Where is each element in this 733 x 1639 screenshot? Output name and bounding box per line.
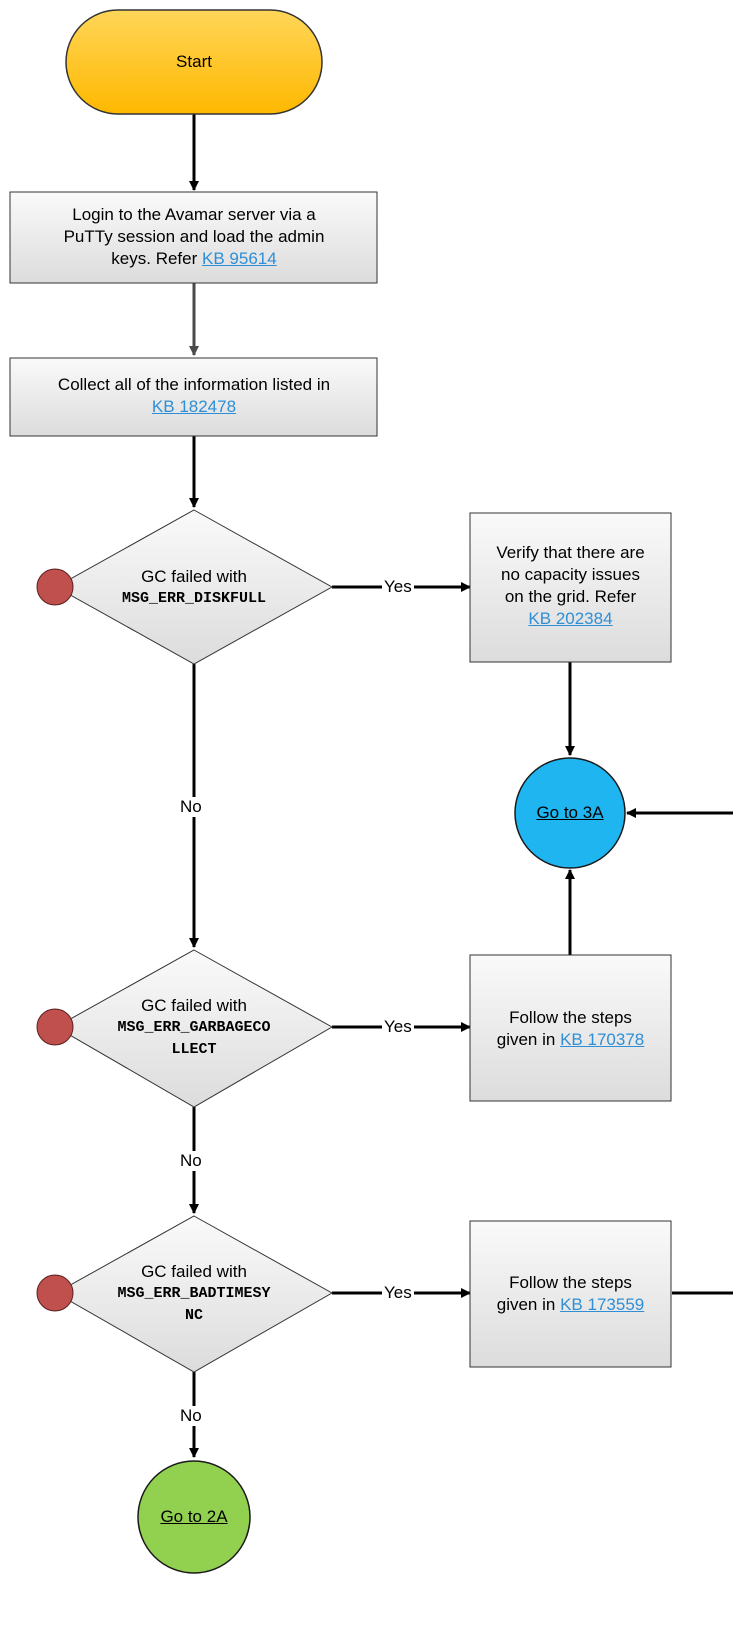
kb-170378-link[interactable]: KB 170378	[560, 1030, 645, 1049]
decision3-diamond	[54, 1215, 334, 1373]
decision2-diamond	[54, 949, 334, 1108]
login-box	[9, 191, 378, 284]
decision3-text: GC failed with MSG_ERR_BADTIMESY NC	[70, 1261, 318, 1327]
kb-202384-link[interactable]: KB 202384	[528, 609, 613, 628]
goto3a-connector	[514, 757, 626, 869]
goto2a-label: Go to 2A	[139, 1506, 249, 1528]
decision1-line1: GC failed with	[141, 567, 247, 586]
start-label: Start	[176, 52, 212, 71]
start-terminator	[65, 9, 323, 115]
follow1-line1: Follow the steps	[509, 1008, 632, 1027]
goto2a-connector	[137, 1460, 251, 1574]
login-line3: keys. Refer	[111, 249, 198, 268]
goto3a-label: Go to 3A	[515, 802, 625, 824]
follow2-box	[469, 1220, 672, 1368]
login-line2: PuTTy session and load the admin	[63, 227, 325, 246]
edge-yes3-label: Yes	[382, 1283, 414, 1303]
kb-182478-link[interactable]: KB 182478	[151, 397, 237, 416]
edge-no1-label: No	[178, 797, 204, 817]
login-line1: Login to the Avamar server via a	[72, 205, 316, 224]
verify-line2: no capacity issues	[501, 565, 640, 584]
collect-box	[9, 357, 378, 437]
login-line3-wrap: keys. Refer KB 95614	[14, 248, 374, 270]
follow2-text: Follow the steps given in KB 173559	[472, 1272, 669, 1316]
edge-yes1-label: Yes	[382, 577, 414, 597]
edge-yes2-label: Yes	[382, 1017, 414, 1037]
verify-line1: Verify that there are	[496, 543, 645, 562]
collect-line1: Collect all of the information listed in	[57, 375, 331, 394]
decision1-text: GC failed with MSG_ERR_DISKFULL	[70, 566, 318, 610]
decision1-marker	[36, 568, 74, 606]
collect-text: Collect all of the information listed in…	[14, 374, 374, 418]
login-text: Login to the Avamar server via a PuTTy s…	[14, 204, 374, 270]
follow2-line1: Follow the steps	[509, 1273, 632, 1292]
decision2-text: GC failed with MSG_ERR_GARBAGECO LLECT	[70, 995, 318, 1061]
decision2-code1: MSG_ERR_GARBAGECO	[117, 1019, 271, 1036]
follow1-prefix: given in	[496, 1030, 556, 1049]
follow1-text: Follow the steps given in KB 170378	[472, 1007, 669, 1051]
decision2-code2: LLECT	[171, 1041, 217, 1058]
decision1-diamond	[54, 509, 334, 665]
goto2a-link[interactable]: Go to 2A	[160, 1507, 228, 1526]
kb-173559-link[interactable]: KB 173559	[560, 1295, 645, 1314]
follow1-box	[469, 954, 672, 1102]
decision2-marker	[36, 1008, 74, 1046]
verify-box	[469, 512, 672, 663]
decision3-marker	[36, 1274, 74, 1312]
decision1-code: MSG_ERR_DISKFULL	[121, 590, 267, 607]
verify-line3: on the grid. Refer	[504, 587, 637, 606]
edge-no3-label: No	[178, 1406, 204, 1426]
goto3a-link[interactable]: Go to 3A	[536, 803, 604, 822]
decision3-code2: NC	[184, 1307, 203, 1324]
edge-no2-label: No	[178, 1151, 204, 1171]
kb-95614-link[interactable]: KB 95614	[202, 249, 277, 268]
decision2-line1: GC failed with	[141, 996, 247, 1015]
decision3-line1: GC failed with	[141, 1262, 247, 1281]
follow2-prefix: given in	[496, 1295, 556, 1314]
decision3-code1: MSG_ERR_BADTIMESY	[117, 1285, 271, 1302]
verify-text: Verify that there are no capacity issues…	[472, 542, 669, 630]
